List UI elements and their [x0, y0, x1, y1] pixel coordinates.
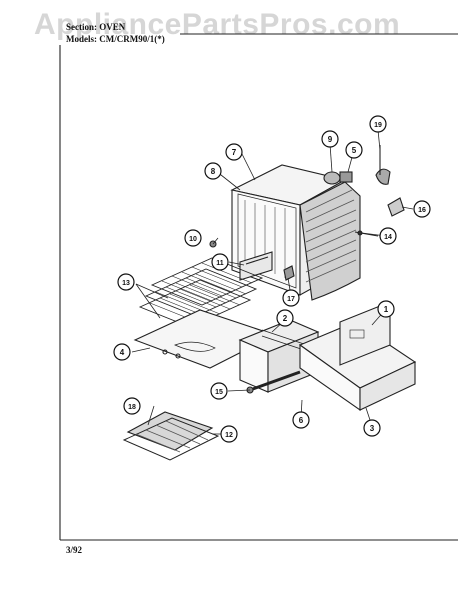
callout-label: 12 [225, 432, 233, 439]
models-label: Models: [66, 34, 97, 44]
callout-label: 18 [128, 404, 136, 411]
callout-circle [282, 289, 300, 307]
oven-light-socket [323, 171, 353, 185]
callout-label: 17 [287, 296, 295, 303]
callout-circle [321, 130, 339, 148]
callout-circle [413, 200, 431, 218]
callout-label: 11 [216, 260, 224, 267]
models-value: CM/CRM90/1(*) [99, 34, 165, 44]
callout-label: 1 [384, 305, 389, 314]
models-header: Models: CM/CRM90/1(*) [66, 34, 165, 44]
side-panel-11 [239, 251, 273, 281]
footer-date: 3/92 [66, 545, 83, 555]
callout-label: 5 [352, 146, 357, 155]
bracket-16 [387, 197, 405, 217]
callout-13: 13 [117, 273, 135, 291]
callout-label: 15 [215, 389, 223, 396]
callout-2: 2 [276, 309, 294, 327]
callout-8: 8 [204, 162, 222, 180]
callout-circle [210, 382, 228, 400]
oven-rack-13 [138, 257, 264, 328]
callout-circle [363, 419, 381, 437]
callout-16: 16 [413, 200, 431, 218]
callout-circle [113, 343, 131, 361]
callout-circle [220, 425, 238, 443]
callout-circle [345, 141, 363, 159]
callout-9: 9 [321, 130, 339, 148]
section-label: Section: [66, 22, 97, 32]
callout-label: 7 [232, 148, 237, 157]
callout-circle [369, 115, 387, 133]
callout-label: 13 [122, 280, 130, 287]
callout-5: 5 [345, 141, 363, 159]
callout-circle [204, 162, 222, 180]
callout-7: 7 [225, 143, 243, 161]
callout-circle [292, 411, 310, 429]
callout-label: 3 [370, 424, 375, 433]
callout-circle [225, 143, 243, 161]
section-header: Section: OVEN [66, 22, 125, 32]
callout-4: 4 [113, 343, 131, 361]
watermark-text: AppliancePartsPros.com [34, 8, 401, 41]
callout-circle [211, 253, 229, 271]
callout-label: 16 [418, 207, 426, 214]
clip-17 [283, 265, 295, 281]
callout-circle [276, 309, 294, 327]
callout-11: 11 [211, 253, 229, 271]
callout-circle [123, 397, 141, 415]
callout-label: 6 [299, 416, 304, 425]
section-value: OVEN [99, 22, 126, 32]
sensor-probe [375, 145, 391, 185]
callout-6: 6 [292, 411, 310, 429]
callout-circle [184, 229, 202, 247]
callout-12: 12 [220, 425, 238, 443]
callout-label: 19 [374, 122, 382, 129]
rear-shield-1 [339, 301, 391, 366]
callout-label: 8 [211, 167, 216, 176]
callout-19: 19 [369, 115, 387, 133]
callout-3: 3 [363, 419, 381, 437]
callout-1: 1 [377, 300, 395, 318]
callout-label: 14 [384, 234, 392, 241]
callout-label: 4 [120, 348, 125, 357]
callout-14: 14 [379, 227, 397, 245]
insulation-blanket [299, 181, 361, 301]
broiler-pan-18 [122, 411, 220, 461]
callout-circle [379, 227, 397, 245]
callout-18: 18 [123, 397, 141, 415]
callout-label: 10 [189, 236, 197, 243]
callout-label: 2 [283, 314, 288, 323]
callout-circle [377, 300, 395, 318]
callout-circle [117, 273, 135, 291]
callout-15: 15 [210, 382, 228, 400]
callout-label: 9 [328, 135, 333, 144]
callout-17: 17 [282, 289, 300, 307]
callout-10: 10 [184, 229, 202, 247]
